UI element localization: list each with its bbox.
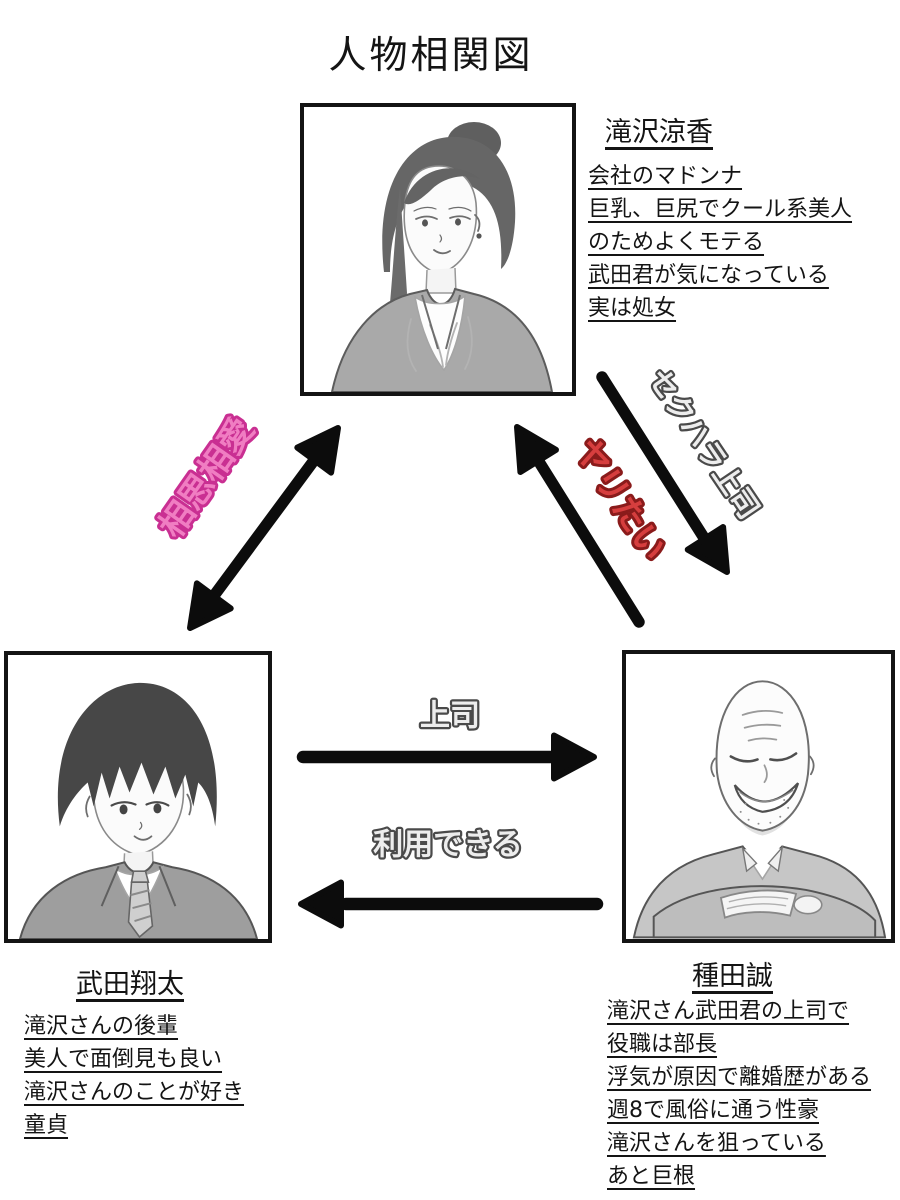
boss-arrow xyxy=(296,732,597,782)
takizawa-portrait xyxy=(330,122,554,392)
harassment-boss-label: セクハラ上司 xyxy=(642,363,767,525)
trait-line: 会社のマドンナ xyxy=(588,164,743,189)
trait-line: 武田君が気になっている xyxy=(588,263,829,288)
mutual-love-label: 相思相愛 xyxy=(152,411,263,545)
mutual-love-arrow xyxy=(187,425,341,631)
can-be-used-label: 利用できる xyxy=(373,828,522,863)
taneda-name: 種田誠 xyxy=(692,961,773,992)
trait-line: 美人で面倒見も良い xyxy=(24,1047,223,1072)
taneda-portrait-frame xyxy=(622,650,895,943)
trait-line: 滝沢さんを狙っている xyxy=(607,1131,826,1156)
trait-line: あと巨根 xyxy=(607,1164,696,1189)
page-title: 人物相関図 xyxy=(328,33,534,77)
takizawa-name: 滝沢涼香 xyxy=(605,117,713,148)
takeda-portrait-frame xyxy=(4,651,272,943)
trait-line: 実は処女 xyxy=(588,296,677,321)
takizawa-traits: 会社のマドンナ 巨乳、巨尻でクール系美人 のためよくモテる 武田君が気になってい… xyxy=(588,160,852,325)
takizawa-portrait-frame xyxy=(300,103,576,396)
trait-line: 滝沢さんのことが好き xyxy=(24,1080,245,1105)
trait-line: 滝沢さんの後輩 xyxy=(24,1014,179,1039)
harassment-boss-arrow xyxy=(596,371,730,575)
trait-line: 滝沢さん武田君の上司で xyxy=(607,999,850,1024)
trait-line: 週8で風俗に通う性豪 xyxy=(607,1098,819,1123)
trait-line: 役職は部長 xyxy=(607,1032,718,1057)
takeda-traits: 滝沢さんの後輩 美人で面倒見も良い 滝沢さんのことが好き 童貞 xyxy=(24,1010,244,1142)
taneda-portrait xyxy=(632,680,887,939)
trait-line: のためよくモテる xyxy=(588,230,765,255)
trait-line: 浮気が原因で離婚歴がある xyxy=(607,1065,872,1090)
taneda-traits: 滝沢さん武田君の上司で 役職は部長 浮気が原因で離婚歴がある 週8で風俗に通う性… xyxy=(607,995,871,1193)
takeda-name: 武田翔太 xyxy=(76,969,184,1000)
trait-line: 童貞 xyxy=(24,1113,69,1138)
boss-label: 上司 xyxy=(420,699,480,734)
can-be-used-arrow xyxy=(298,879,604,929)
wants-to-do-arrow xyxy=(514,424,645,628)
trait-line: 巨乳、巨尻でクール系美人 xyxy=(588,197,853,222)
takeda-portrait xyxy=(18,682,259,939)
wants-to-do-label: ヤリたい xyxy=(566,432,674,568)
